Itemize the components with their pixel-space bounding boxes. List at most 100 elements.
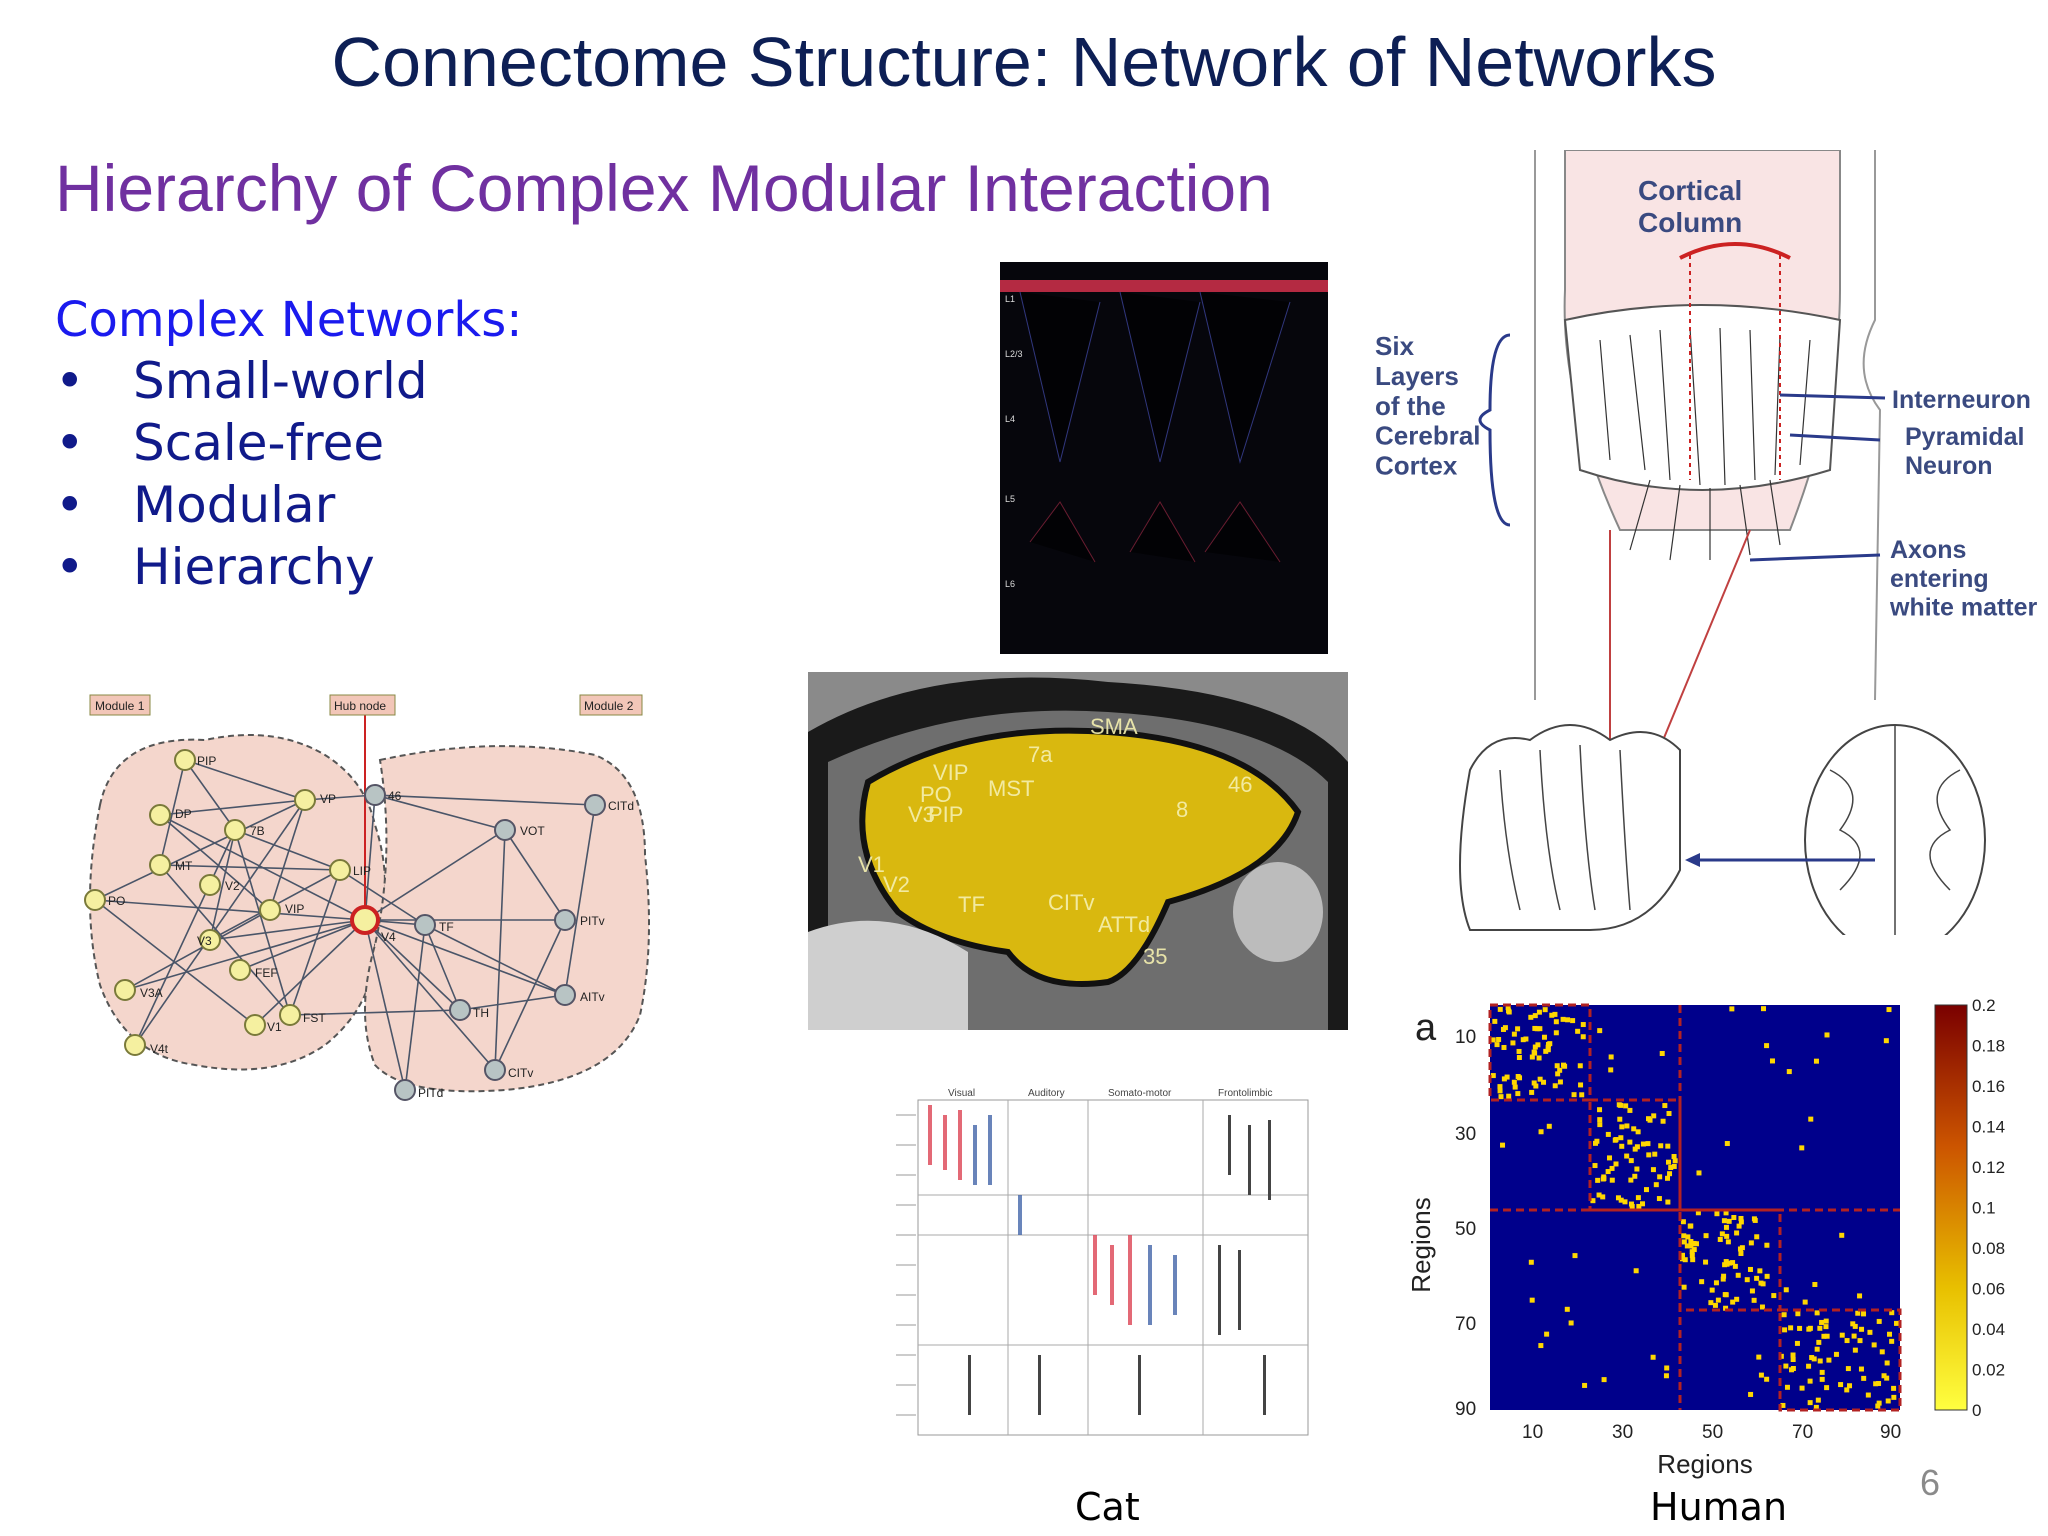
cat-group-label: Auditory [1028, 1088, 1065, 1099]
node-label: TH [473, 1006, 489, 1020]
y-tick: 50 [1455, 1219, 1476, 1240]
node-label: 46 [388, 789, 402, 803]
layer-label: L1 [1005, 294, 1015, 304]
cat-caption: Cat [1075, 1485, 1140, 1529]
slide-title: Connectome Structure: Network of Network… [331, 23, 1717, 101]
node-label: FEF [255, 966, 278, 980]
human-connectivity-matrix: a 10 30 50 70 90 10 30 50 70 90 Regions … [1406, 996, 2005, 1479]
colorbar-tick: 0.12 [1972, 1158, 2005, 1177]
cat-group-label: Frontolimbic [1218, 1088, 1272, 1099]
bullet-symbol: • [55, 414, 85, 472]
human-caption: Human [1650, 1485, 1788, 1529]
bullet-symbol: • [55, 476, 85, 534]
colorbar-tick: 0 [1972, 1401, 1981, 1420]
colorbar-tick: 0.18 [1972, 1037, 2005, 1056]
y-tick: 90 [1455, 1399, 1476, 1420]
cat-group-label: Somato-motor [1108, 1088, 1172, 1099]
layer-labels: L1 L2/3 L4 L5 L6 [1005, 294, 1023, 589]
node-label: MT [175, 859, 193, 873]
colorbar-tick: 0.2 [1972, 996, 1996, 1015]
diagram-labels: Module 1 Hub node Module 2 PIP DP 7B MT … [89, 694, 643, 1100]
layer-label: L5 [1005, 494, 1015, 504]
colorbar-tick: 0.16 [1972, 1077, 2005, 1096]
node-label: PO [108, 894, 125, 908]
module-2-region [364, 745, 650, 1093]
module-2-nodes [364, 784, 606, 1101]
x-axis-ticks: 10 30 50 70 90 [1522, 1422, 1901, 1443]
region-label: VIP [933, 760, 968, 785]
colorbar-tick: 0.14 [1972, 1118, 2005, 1137]
y-tick: 10 [1455, 1027, 1476, 1048]
cat-connectivity-matrix: Visual Auditory Somato-motor Frontolimbi… [896, 1088, 1309, 1436]
y-axis-ticks: 10 30 50 70 90 [1455, 1027, 1476, 1420]
colorbar-tick: 0.08 [1972, 1239, 2005, 1258]
brain-mri-image: SMA 7a VIP MST PO V3 PIP V1 V2 TF CITv 8… [808, 672, 1348, 1030]
node-label: LIP [353, 864, 371, 878]
node-label: TF [439, 920, 454, 934]
region-label: V3 [908, 802, 935, 827]
y-tick: 70 [1455, 1314, 1476, 1335]
x-tick: 70 [1792, 1422, 1813, 1443]
node-label: V3 [197, 934, 212, 948]
node-label: CITd [608, 799, 634, 813]
region-label: TF [958, 892, 985, 917]
bullet-text: Hierarchy [133, 538, 375, 596]
colorbar-ticks: 0.20.180.160.140.120.10.080.060.040.020 [1972, 996, 2005, 1420]
bullet-text: Modular [133, 476, 336, 534]
bullet-symbol: • [55, 538, 85, 596]
node-label: DP [175, 807, 192, 821]
region-label: PIP [928, 802, 963, 827]
region-label: 8 [1176, 797, 1188, 822]
region-labels: SMA 7a VIP MST PO V3 PIP V1 V2 TF CITv 8… [858, 714, 1252, 969]
node-label: V2 [225, 879, 240, 893]
hub-node-circle [350, 905, 380, 935]
region-label: ATTd [1098, 912, 1150, 937]
x-tick: 10 [1522, 1422, 1543, 1443]
cat-group-label: Visual [948, 1088, 975, 1099]
x-tick: 90 [1880, 1422, 1901, 1443]
layer-label: L2/3 [1005, 349, 1023, 359]
node-label: V4t [150, 1042, 169, 1056]
layer-label: L4 [1005, 414, 1015, 424]
region-label: 46 [1228, 772, 1252, 797]
region-label: PO [920, 782, 952, 807]
node-label: FST [303, 1011, 326, 1025]
node-label: AITv [580, 990, 605, 1004]
hub-node-name: V4 [381, 930, 396, 944]
layer-label: L6 [1005, 579, 1015, 589]
colorbar [1934, 1004, 1968, 1411]
node-label: 7B [250, 824, 265, 838]
x-axis-label: Regions [1657, 1449, 1752, 1479]
y-tick: 30 [1455, 1124, 1476, 1145]
matrix-plot-area [1490, 1005, 1900, 1410]
node-label: VOT [520, 824, 545, 838]
y-axis-label: Regions [1406, 1197, 1436, 1292]
node-label: V1 [267, 1020, 282, 1034]
region-label: CITv [1048, 890, 1094, 915]
bullet-text: Scale-free [133, 414, 385, 472]
colorbar-tick: 0.04 [1972, 1320, 2005, 1339]
region-label: V1 [858, 852, 885, 877]
x-tick: 30 [1612, 1422, 1633, 1443]
node-label: PIP [197, 754, 216, 768]
matrix-connections [1490, 1005, 1899, 1410]
modular-network-diagram: Module 1 Hub node Module 2 PIP DP 7B MT … [84, 694, 650, 1101]
panel-letter: a [1415, 1007, 1437, 1049]
bullet-text: Small-world [133, 352, 428, 410]
region-label: 7a [1028, 742, 1053, 767]
module-1-label: Module 1 [95, 699, 145, 713]
cat-group-labels: Visual Auditory Somato-motor Frontolimbi… [948, 1088, 1272, 1099]
colorbar-tick: 0.1 [1972, 1199, 1996, 1218]
colorbar-tick: 0.06 [1972, 1280, 2005, 1299]
networks-heading: Complex Networks: [55, 292, 523, 348]
node-label: VP [320, 792, 336, 806]
node-label: CITv [508, 1066, 533, 1080]
bullet-symbol: • [55, 352, 85, 410]
region-label: MST [988, 776, 1034, 801]
module-boxes [1488, 1003, 1902, 1412]
